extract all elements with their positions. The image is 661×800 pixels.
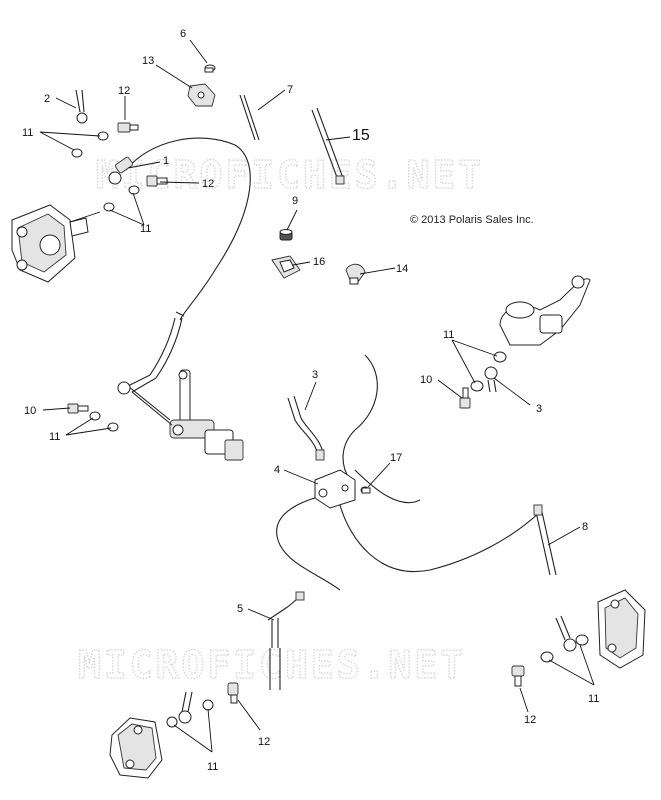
callout-12: 12	[202, 178, 214, 190]
callout-17: 17	[390, 452, 402, 464]
front-left-brake-hose	[125, 137, 251, 321]
rear-left-caliper	[109, 717, 163, 779]
callout-1: 1	[163, 155, 169, 167]
rear-hose-to-left	[276, 496, 341, 591]
brake-line-2	[75, 89, 85, 113]
washer-icon	[493, 351, 507, 363]
master-cylinder-left	[169, 369, 244, 461]
banjo-bolt-icon	[146, 175, 168, 187]
watermark-top: MICROFICHES.NET	[96, 153, 484, 197]
callout-12: 12	[118, 85, 130, 97]
callout-8: 8	[582, 521, 588, 533]
callout-10: 10	[24, 405, 36, 417]
callout-12: 12	[524, 714, 536, 726]
callout-11: 11	[207, 761, 218, 773]
callout-15: 15	[352, 127, 370, 144]
banjo-rear-left	[178, 710, 192, 724]
banjo-2	[76, 112, 88, 124]
washer-icon	[166, 716, 178, 728]
fitting-5	[295, 591, 305, 601]
callout-14: 14	[396, 263, 408, 275]
callout-6: 6	[180, 28, 186, 40]
washer-icon	[470, 380, 484, 392]
callout-9: 9	[292, 195, 298, 207]
rear-hose-loop	[342, 354, 378, 481]
rod-7	[239, 94, 260, 141]
washer-icon	[103, 202, 115, 212]
clamp-14	[345, 263, 366, 285]
watermark-bottom: MICROFICHES.NET	[78, 643, 466, 687]
callout-11: 11	[140, 223, 151, 235]
bolt-icon	[459, 387, 471, 409]
rear-right-line	[535, 511, 557, 576]
washer-icon	[128, 185, 140, 195]
callout-11: 11	[588, 693, 599, 705]
master-cylinder-right	[499, 275, 591, 346]
copyright-notice: © 2013 Polaris Sales Inc.	[410, 214, 534, 226]
banjo-fitting-front-left	[108, 156, 134, 185]
front-left-caliper	[11, 204, 89, 283]
rear-hose-to-right	[339, 504, 541, 573]
callout-3: 3	[536, 403, 542, 415]
clip-16	[271, 255, 301, 279]
screw-icon	[204, 64, 216, 73]
callout-16: 16	[313, 256, 325, 268]
junction-block-4	[314, 469, 356, 509]
callout-11: 11	[49, 431, 60, 443]
grommet-9	[279, 229, 293, 241]
callout-11: 11	[22, 127, 33, 139]
callout-2: 2	[44, 93, 50, 105]
fitting-3	[315, 449, 325, 461]
hose-sleeve-left	[149, 311, 185, 376]
washer-icon	[71, 148, 83, 158]
callout-10: 10	[420, 374, 432, 386]
screw-17	[360, 486, 371, 494]
callout-13: 13	[142, 55, 154, 67]
washer-icon	[107, 422, 119, 432]
washer-icon	[575, 634, 589, 646]
callout-11: 11	[443, 329, 454, 341]
callout-12: 12	[258, 736, 270, 748]
banjo-rear-right	[563, 638, 577, 652]
fitting-8	[533, 504, 543, 516]
rear-hose-to-junction	[287, 397, 319, 456]
washer-icon	[540, 651, 554, 663]
banjo-bolt-icon	[227, 682, 239, 704]
bolt-icon	[67, 403, 89, 414]
callout-5: 5	[237, 603, 243, 615]
rear-left-line	[267, 595, 301, 648]
bracket-13	[187, 83, 216, 107]
callout-7: 7	[287, 84, 293, 96]
rear-right-caliper	[597, 589, 646, 669]
rod-15	[311, 107, 344, 181]
banjo-bolt-icon	[117, 122, 139, 133]
banjo-right-master	[484, 366, 498, 380]
callout-3: 3	[312, 369, 318, 381]
banjo-bolt-icon	[511, 665, 525, 687]
washer-icon	[202, 699, 214, 711]
banjo-left-master	[117, 381, 131, 395]
callout-4: 4	[274, 464, 280, 476]
